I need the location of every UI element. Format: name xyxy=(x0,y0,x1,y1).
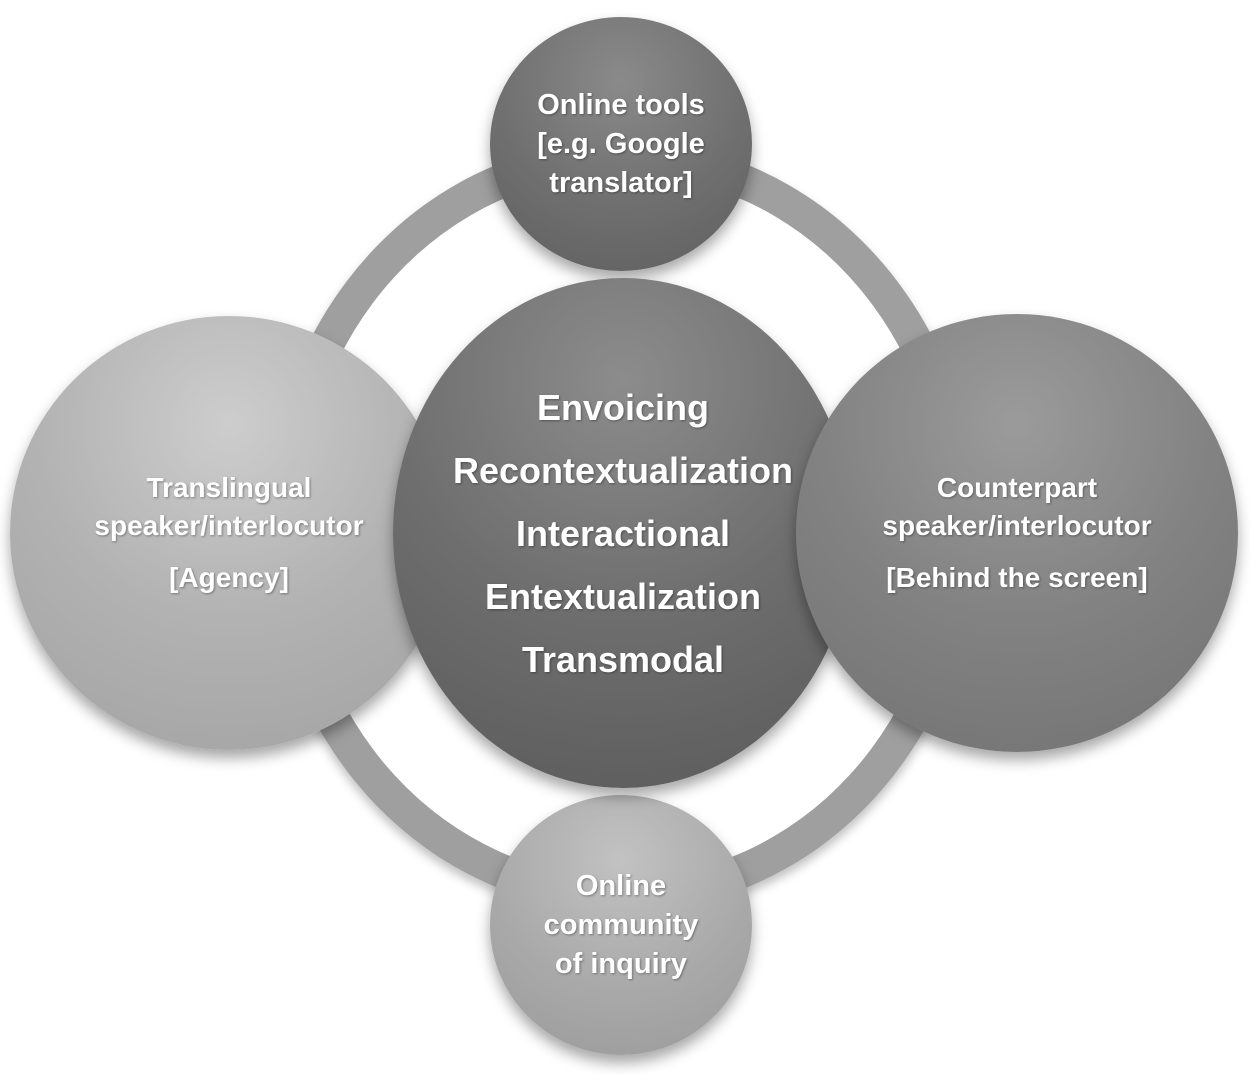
online-tools-line-3: translator] xyxy=(549,166,693,199)
counterpart-line-1: Counterpart xyxy=(936,472,1098,503)
online-tools-node: Online tools [e.g. Google translator] xyxy=(490,17,752,271)
center-line-3: Interactional xyxy=(515,512,731,554)
translingual-note: [Agency] xyxy=(169,562,289,593)
online-tools-line-1: Online tools xyxy=(537,88,705,121)
counterpart-line-2: speaker/interlocutor xyxy=(882,510,1152,541)
community-line-1: Online xyxy=(575,869,667,902)
translingual-line-2: speaker/interlocutor xyxy=(94,510,364,541)
central-processes-node: Envoicing Recontextualization Interactio… xyxy=(393,278,853,788)
center-line-2: Recontextualization xyxy=(452,449,794,491)
online-community-node: Online community of inquiry xyxy=(490,795,752,1055)
center-line-1: Envoicing xyxy=(536,386,710,428)
center-line-5: Transmodal xyxy=(521,638,725,680)
center-line-4: Entextualization xyxy=(484,575,762,617)
community-line-2: community xyxy=(543,908,699,941)
counterpart-note: [Behind the screen] xyxy=(886,562,1148,593)
online-tools-line-2: [e.g. Google xyxy=(537,127,705,160)
counterpart-speaker-node: Counterpart speaker/interlocutor [Behind… xyxy=(796,314,1238,752)
translingual-line-1: Translingual xyxy=(146,472,312,503)
translingual-speaker-node: Translingual speaker/interlocutor [Agenc… xyxy=(10,316,448,750)
community-line-3: of inquiry xyxy=(554,947,688,980)
